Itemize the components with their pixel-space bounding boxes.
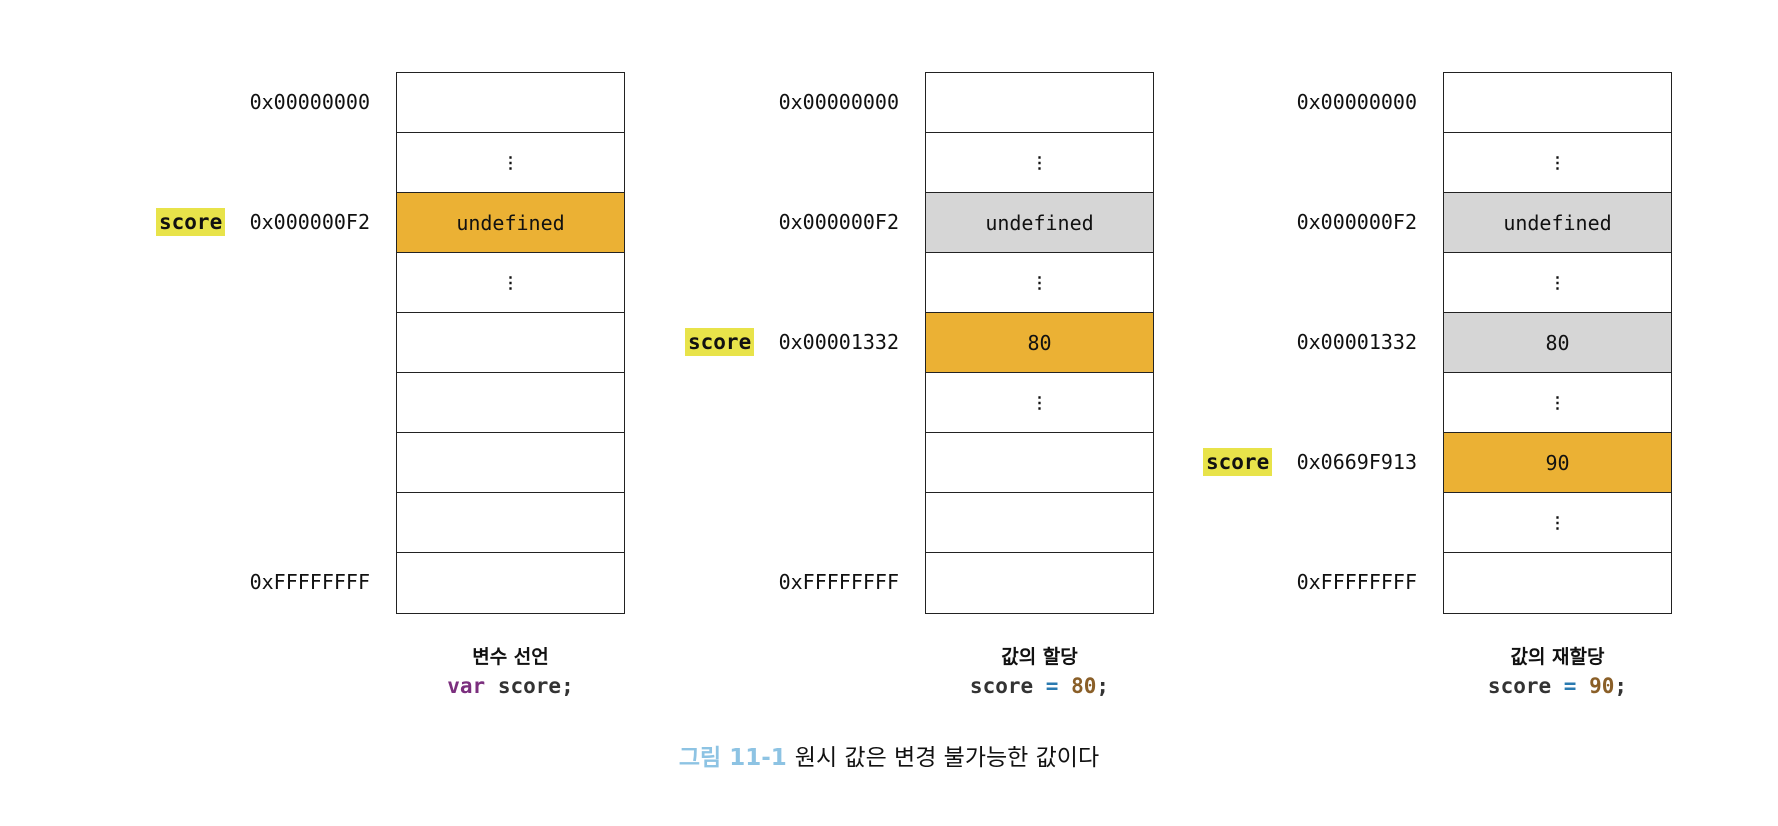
memory-cell [926, 73, 1153, 133]
code-semicolon: ; [1096, 674, 1110, 698]
memory-cell: ⋮ [1444, 493, 1671, 553]
memory-address: 0x000000F2 [1296, 210, 1417, 234]
memory-cell: undefined [1444, 193, 1671, 253]
memory-cell: ⋮ [926, 253, 1153, 313]
memory-cell [926, 493, 1153, 553]
figure-caption: 그림 11-1 원시 값은 변경 불가능한 값이다 [0, 738, 1778, 772]
figure-number: 그림 11-1 [678, 745, 787, 771]
memory-cell: ⋮ [926, 373, 1153, 433]
memory-cell: ⋮ [397, 133, 624, 193]
variable-label: score [156, 192, 226, 252]
memory-block: ⋮undefined⋮80⋮90⋮ [1443, 72, 1672, 614]
memory-address: 0x00000000 [1296, 90, 1417, 114]
variable-name: score [1203, 448, 1273, 476]
step-title: 변수 선언 [472, 646, 549, 668]
memory-cell [1444, 73, 1671, 133]
memory-cell: undefined [926, 193, 1153, 253]
memory-address: 0x00001332 [778, 330, 899, 354]
memory-address: 0xFFFFFFFF [1296, 570, 1417, 594]
code-operator: = [1045, 674, 1059, 698]
memory-cell [397, 493, 624, 553]
memory-cell [1444, 553, 1671, 613]
memory-address: 0x000000F2 [778, 210, 899, 234]
column-declaration: ⋮undefined⋮ 0x00000000 0x000000F2 0xFFFFFFF… [156, 72, 626, 698]
variable-name: score [685, 328, 755, 356]
variable-name: score [156, 208, 226, 236]
memory-cell [397, 433, 624, 493]
code-snippet: var score; [396, 674, 625, 698]
memory-cell [397, 313, 624, 373]
code-semicolon: ; [1614, 674, 1628, 698]
memory-cell: ⋮ [1444, 373, 1671, 433]
memory-cell: 90 [1444, 433, 1671, 493]
code-operator: = [1563, 674, 1577, 698]
code-snippet: score = 90; [1443, 674, 1672, 698]
memory-cell: ⋮ [1444, 253, 1671, 313]
code-number: 80 [1071, 674, 1097, 698]
memory-cell [397, 553, 624, 613]
memory-address: 0x000000F2 [249, 210, 370, 234]
memory-address: 0x00001332 [1296, 330, 1417, 354]
memory-cell: ⋮ [926, 133, 1153, 193]
caption-text: 원시 값은 변경 불가능한 값이다 [794, 745, 1100, 771]
memory-address: 0x00000000 [249, 90, 370, 114]
memory-cell: 80 [1444, 313, 1671, 373]
code-identifier: score [1487, 674, 1552, 698]
memory-cell: ⋮ [1444, 133, 1671, 193]
memory-cell: 80 [926, 313, 1153, 373]
memory-address: 0xFFFFFFFF [249, 570, 370, 594]
memory-block: ⋮undefined⋮ [396, 72, 625, 614]
memory-address: 0xFFFFFFFF [778, 570, 899, 594]
code-keyword: var [447, 674, 486, 698]
memory-cell: ⋮ [397, 253, 624, 313]
memory-cell [397, 373, 624, 433]
step-title: 값의 재할당 [1510, 646, 1605, 668]
variable-label: score [685, 312, 755, 372]
code-snippet: score = 80; [925, 674, 1154, 698]
memory-address: 0x00000000 [778, 90, 899, 114]
code-number: 90 [1589, 674, 1615, 698]
step-title: 값의 할당 [1001, 646, 1078, 668]
memory-block: ⋮undefined⋮80⋮ [925, 72, 1154, 614]
code-identifier: score [497, 674, 562, 698]
variable-label: score [1203, 432, 1273, 492]
memory-address: 0x0669F913 [1296, 450, 1417, 474]
code-semicolon: ; [561, 674, 574, 698]
memory-cell [926, 433, 1153, 493]
memory-cell: undefined [397, 193, 624, 253]
code-identifier: score [969, 674, 1034, 698]
memory-cell [926, 553, 1153, 613]
memory-cell [397, 73, 624, 133]
